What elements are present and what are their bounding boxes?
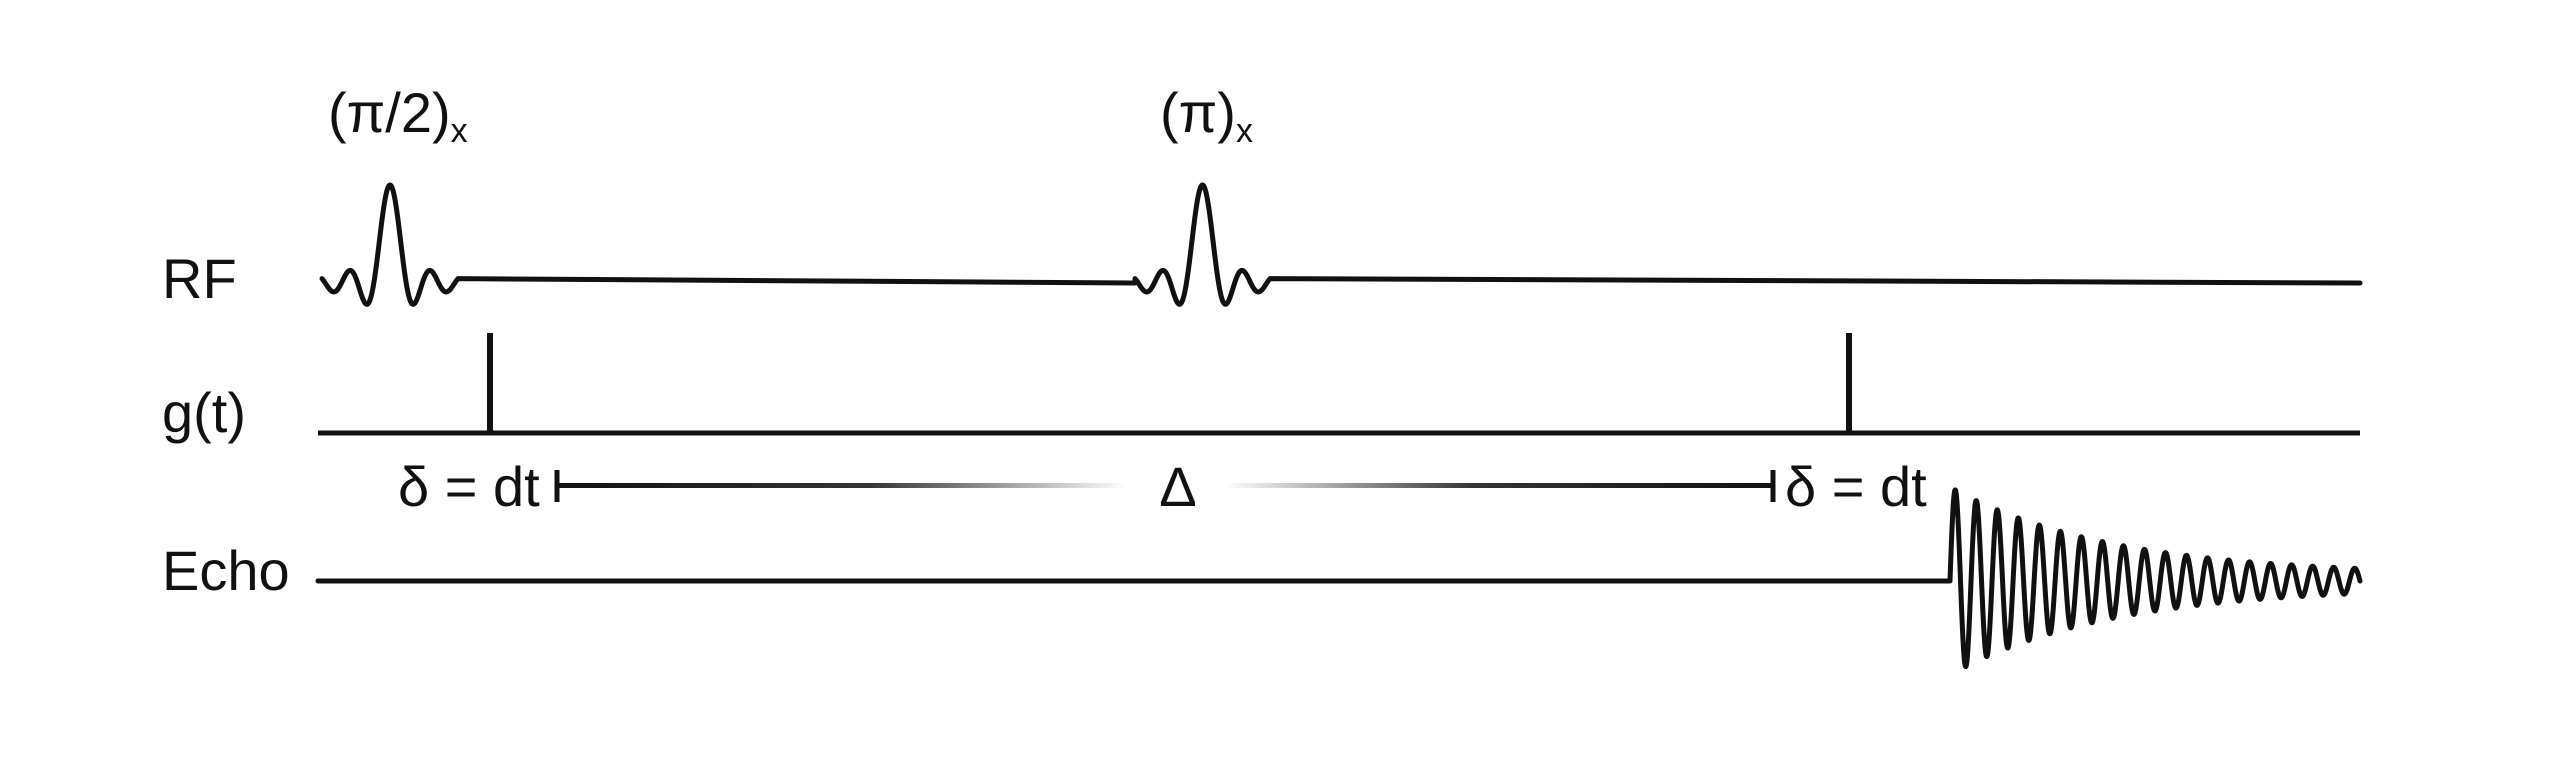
second-pulse-label: (π)x [1160,81,1253,150]
span-right-segment [1225,483,1773,488]
echo-waveform [315,487,2363,670]
delta-left-label: δ = dt [398,455,540,518]
first-pulse-label: (π/2)x [328,81,468,150]
span-left-segment [557,483,1127,488]
first-pulse-subscript: x [451,112,468,150]
second-pulse-subscript: x [1236,112,1253,150]
rf-waveform [319,182,2363,307]
echo-row-label: Echo [162,539,290,602]
gradient-row-label: g(t) [162,381,246,444]
delta-right-label: δ = dt [1785,455,1927,518]
big-delta-label: Δ [1159,455,1196,518]
rf-row-label: RF [162,247,237,310]
